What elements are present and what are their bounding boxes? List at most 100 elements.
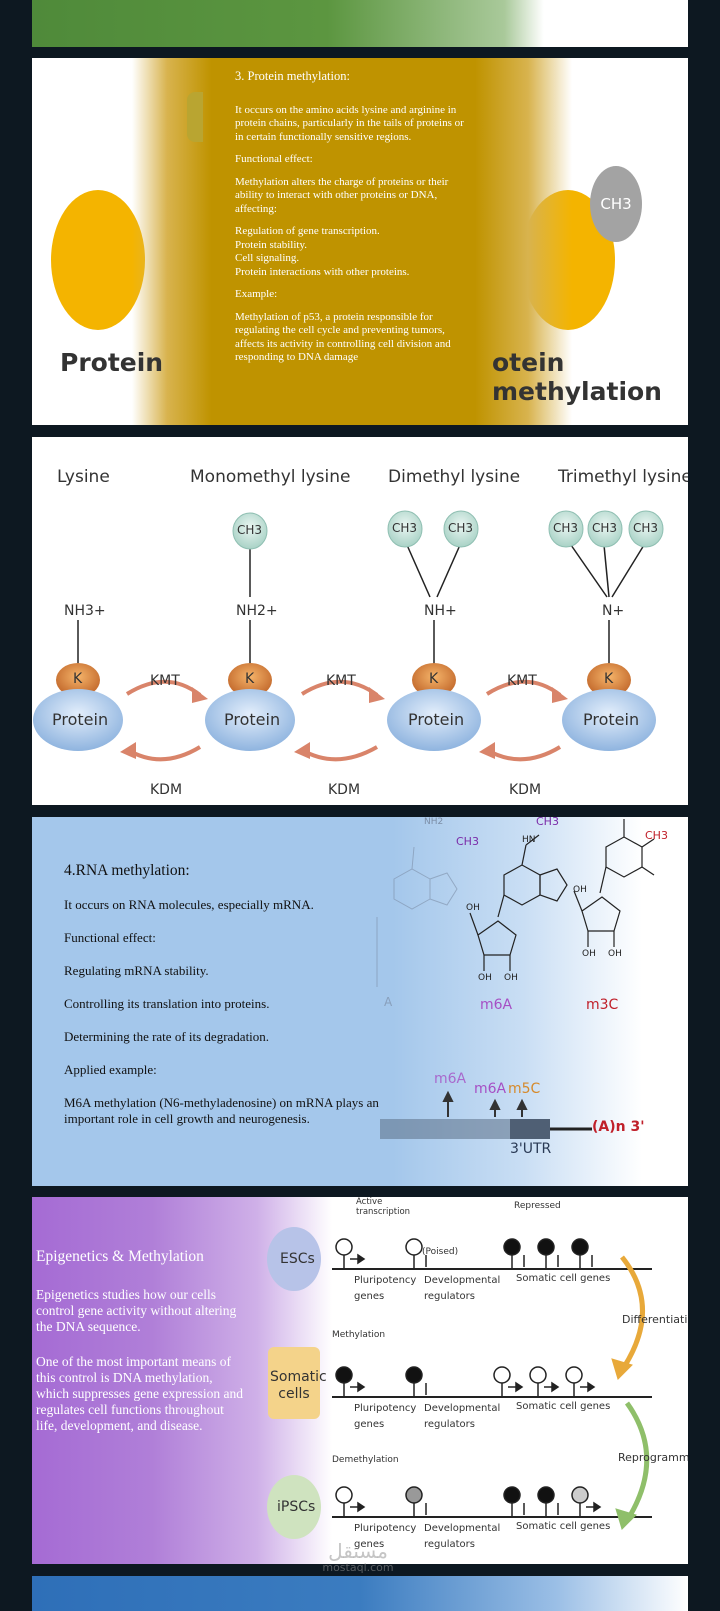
intro-paragraph: It occurs on the amino acids lysine and … [235,103,464,143]
mostaql-watermark: مستقل mostaql.com [308,1540,408,1574]
methylation-label: Methylation [332,1330,386,1340]
section-heading: 3. Protein methylation: [235,69,350,83]
demethylation-label: Demethylation [332,1455,399,1465]
somatic-cell-genes-label: Somatic cell genes [516,1273,611,1284]
text-line: Functional effect: [64,930,156,945]
effects-list: Regulation of gene transcription. Protei… [235,225,465,279]
m6a-site-label: m6A [434,1071,467,1087]
pluripotency-genes-label: Pluripotency genes [354,1523,417,1550]
watermark-latin: mostaql.com [322,1561,394,1574]
somatic-box [268,1347,320,1419]
list-item: Protein stability. [235,238,308,251]
ch3-label: CH3 [536,817,559,828]
paragraph: One of the most important means of this … [36,1354,243,1433]
text-line: Regulating mRNA stability. [64,963,209,978]
slide-lysine-methylation: Lysine Monomethyl lysine Dimethyl lysine… [32,437,688,805]
m6a-structure [469,834,568,971]
k-label: K [73,671,83,687]
epigenetic-reprogramming-diagram [267,1227,652,1539]
poised-label: (Poised) [422,1247,459,1257]
ch3-label: CH3 [392,521,418,535]
lysine-residues [56,663,631,697]
repressed-label: Repressed [514,1201,561,1211]
somatic-label: Somatic cells [270,1369,327,1402]
oh-label: OH [608,949,622,959]
ipsc-oval [267,1475,321,1539]
title-trimethyl: Trimethyl lysine [558,467,688,487]
differentiation-arrow [611,1255,645,1380]
kdm-label: KDM [328,782,361,798]
protein-ovals [33,689,656,751]
reprogramming-arrow [615,1401,650,1530]
text-line: Determining the rate of its degradation. [64,1029,270,1044]
slide-epigenetics: Epigenetics & Methylation Epigenetics st… [32,1197,688,1564]
mrna-utr-segment [510,1119,550,1139]
hn-label: HN [522,835,536,845]
kmt-label: KMT [150,673,180,689]
somatic-gene-states [335,1366,596,1397]
list-item: Cell signaling. [235,252,300,264]
m6a-site-label: m6A [474,1081,507,1097]
list-item: Protein interactions with other proteins… [235,265,410,278]
functional-effect-label: Functional effect: [235,153,313,165]
example-label: Example: [235,288,278,300]
somatic-cell-genes-label: Somatic cell genes [516,1521,611,1532]
differentiation-label: Differentiation [622,1313,688,1326]
title-lysine: Lysine [57,467,110,487]
methyl-groups [232,510,664,550]
kmt-label: KMT [326,673,356,689]
paragraph: Epigenetics studies how our cells contro… [36,1287,237,1334]
a-label: A [384,995,393,1009]
m3c-structure-label: m3C [586,997,619,1013]
ch3-label: CH3 [456,835,479,848]
kmt-label: KMT [507,673,537,689]
protein-label: Protein [224,710,281,729]
section-heading: Epigenetics & Methylation [36,1248,204,1265]
protein-circle-left [51,190,145,330]
developmental-regulators-label: Developmental regulators [424,1403,501,1430]
list-item: Regulation of gene transcription. [235,225,380,237]
protein-label: Protein [52,710,109,729]
esc-label: ESCs [280,1251,315,1267]
slide-rna-methylation: 4.RNA methylation: It occurs on RNA mole… [32,817,688,1186]
kdm-label: KDM [150,782,183,798]
ch3-bubble: CH3 [590,166,642,242]
pluripotency-genes-label: Pluripotency genes [354,1275,417,1302]
text-line: Controlling its translation into protein… [64,996,270,1011]
reprogramming-label: Reprogramming [618,1451,688,1464]
previous-slide-strip [32,0,688,47]
reaction-arrows [125,679,562,762]
k-label: K [429,671,439,687]
oh-label: OH [466,903,480,913]
oh-label: OH [478,973,492,983]
ipsc-label: iPSCs [277,1499,316,1515]
ch3-label: CH3 [448,521,474,535]
amine-label: NH2+ [236,603,278,619]
polya-label: (A)n 3' [592,1119,645,1135]
amine-label: NH+ [424,603,457,619]
utr-label: 3'UTR [510,1141,552,1157]
ch3-label: CH3 [553,521,579,535]
effect-paragraph: Methylation alters the charge of protein… [235,175,449,215]
example-paragraph: M6A methylation (N6-methyladenosine) on … [64,1095,379,1126]
protein-label: Protein [60,348,164,377]
gold-text-panel [132,58,572,425]
title-monomethyl: Monomethyl lysine [190,467,351,487]
developmental-regulators-label: Developmental regulators [424,1275,501,1302]
oh-label: OH [582,949,596,959]
amine-label: N+ [602,603,625,619]
lysine-diagram [33,510,664,762]
epigenetics-text: Epigenetics & Methylation Epigenetics st… [36,1249,248,1453]
ch3-label: CH3 [633,521,659,535]
faded-adenosine [376,846,458,987]
text-line: It occurs on RNA molecules, especially m… [64,897,314,912]
kdm-label: KDM [509,782,542,798]
mrna-faded-segment [380,1119,510,1139]
text-line: Applied example: [64,1062,157,1077]
watermark-arabic: مستقل [328,1539,388,1563]
ch3-label: CH3 [592,521,618,535]
amine-label: NH3+ [64,603,106,619]
developmental-regulators-label: Developmental regulators [424,1523,501,1550]
active-transcription-label: Active transcription [356,1197,411,1217]
protein-label: Protein [408,710,465,729]
